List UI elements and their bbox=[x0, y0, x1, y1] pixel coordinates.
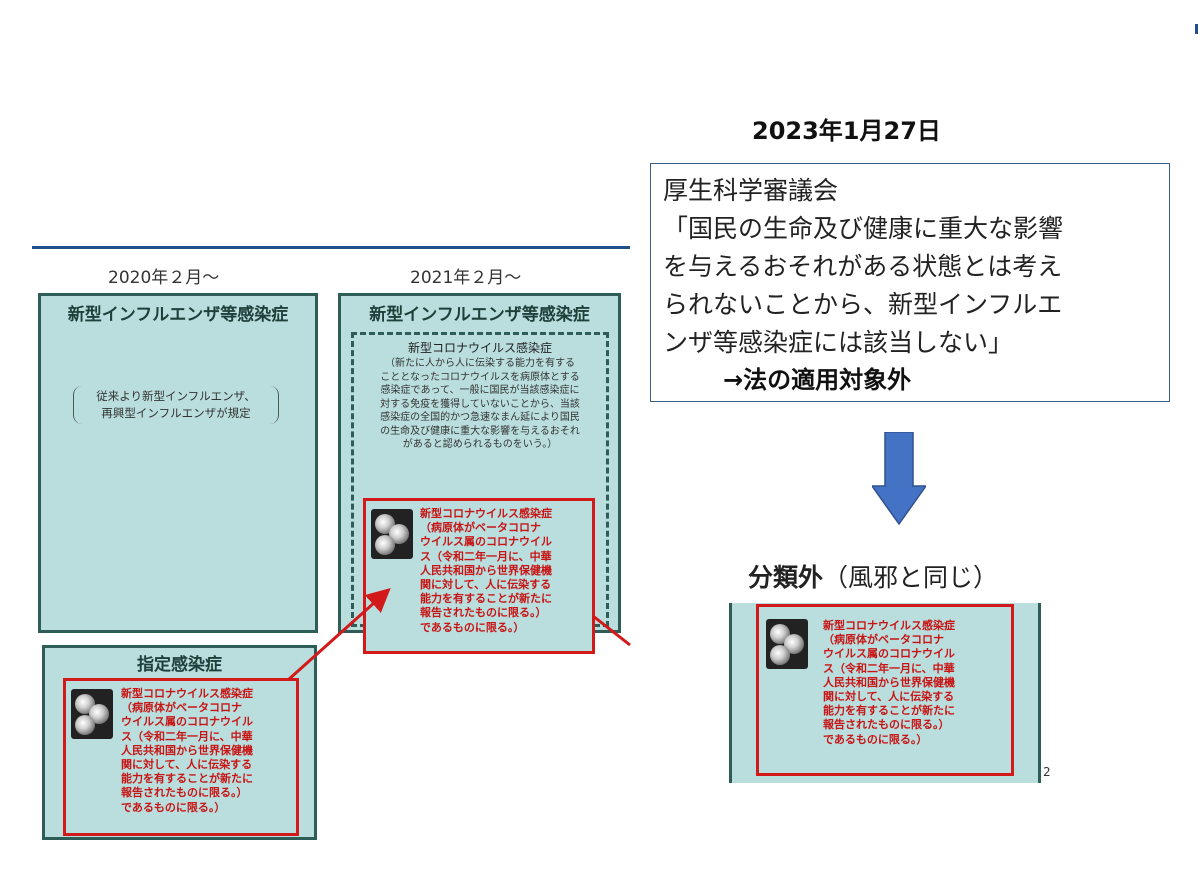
definition-line: 新型コロナウイルス感染症 bbox=[121, 687, 253, 700]
definition-line: 能力を有することが新たに bbox=[823, 704, 955, 718]
definition-line: ウイルス属のコロナウイル bbox=[420, 535, 552, 549]
quote-line: 「国民の生命及び健康に重大な影響 bbox=[663, 214, 1064, 243]
definition-line: であるものに限る。） bbox=[420, 620, 525, 634]
definition-line: 関に対して、人に伝染する bbox=[823, 690, 955, 704]
definition-line: 感染症であって、一般に国民が当該感染症に bbox=[380, 385, 580, 396]
definition-line: （病原体がベータコロナ bbox=[121, 701, 242, 715]
definition-line: こととなったコロナウイルスを病原体とする bbox=[380, 371, 580, 383]
virus-image bbox=[766, 619, 808, 669]
definition-line: 感染症の全国的かつ急速なまん延により国民 bbox=[380, 412, 580, 423]
definition-line: 新型コロナウイルス感染症 bbox=[823, 619, 955, 632]
covid-definition-text: 新型コロナウイルス感染症 （病原体がベータコロナ ウイルス属のコロナウイル ス（… bbox=[420, 507, 552, 635]
covid-dashed-box: 新型コロナウイルス感染症 （新たに人から人に伝染する能力を有する こととなったコ… bbox=[351, 332, 609, 654]
panel-designated: 指定感染症 新型コロナウイルス感染症 （病原体がベータコロナ ウイルス属のコロナ… bbox=[42, 645, 317, 840]
definition-line: 対する免疫を獲得していないことから、当該 bbox=[380, 398, 580, 410]
definition-line: であるものに限る。） bbox=[823, 732, 928, 746]
definition-line: 関に対して、人に伝染する bbox=[121, 758, 253, 772]
panel-2020-title: 新型インフルエンザ等感染症 bbox=[67, 305, 289, 325]
definition-line: 人民共和国から世界保健機 bbox=[121, 743, 253, 757]
classification-label: 分類外（風邪と同じ） bbox=[748, 558, 998, 594]
definition-line: ウイルス属のコロナウイル bbox=[121, 715, 253, 729]
dashed-definition: （新たに人から人に伝染する能力を有する こととなったコロナウイルスを病原体とする… bbox=[354, 357, 606, 452]
period-2021-label: 2021年２月～ bbox=[410, 268, 522, 288]
definition-line: （病原体がベータコロナ bbox=[420, 521, 541, 535]
covid-definition-box-right: 新型コロナウイルス感染症 （病原体がベータコロナ ウイルス属のコロナウイル ス（… bbox=[756, 604, 1014, 776]
definition-line: （新たに人から人に伝染する能力を有する bbox=[385, 358, 575, 369]
corner-mark bbox=[1195, 24, 1198, 34]
council-quote-box: 厚生科学審議会 「国民の生命及び健康に重大な影響 を与えるおそれがある状態とは考… bbox=[650, 163, 1170, 402]
virus-image bbox=[71, 689, 113, 739]
quote-line: られないことから、新型インフルエ bbox=[663, 290, 1063, 319]
red-arrow bbox=[286, 587, 391, 682]
definition-line: ウイルス属のコロナウイル bbox=[823, 647, 955, 661]
definition-line: ス（令和二年一月に、中華 bbox=[823, 661, 955, 675]
definition-line: であるものに限る。） bbox=[121, 800, 226, 814]
covid-definition-box-2020: 新型コロナウイルス感染症 （病原体がベータコロナ ウイルス属のコロナウイル ス（… bbox=[63, 678, 299, 836]
definition-line: 報告されたものに限る。） bbox=[121, 786, 248, 800]
definition-line: ス（令和二年一月に、中華 bbox=[121, 729, 253, 743]
quote-line: 厚生科学審議会 bbox=[663, 176, 839, 205]
note-line: 従来より新型インフルエンザ、 bbox=[96, 389, 256, 403]
quote-result: →法の適用対象外 bbox=[723, 366, 912, 394]
dashed-title: 新型コロナウイルス感染症 bbox=[407, 341, 552, 355]
definition-line: 能力を有することが新たに bbox=[420, 592, 552, 606]
classification-bold: 分類外 bbox=[748, 563, 824, 592]
red-arrow-continuation bbox=[592, 614, 631, 647]
panel-2021: 新型インフルエンザ等感染症 新型コロナウイルス感染症 （新たに人から人に伝染する… bbox=[338, 293, 621, 654]
definition-line: 報告されたものに限る。） bbox=[420, 606, 547, 620]
definition-line: があると認められるものをいう。） bbox=[402, 439, 558, 450]
panel-2021-title: 新型インフルエンザ等感染症 bbox=[369, 305, 590, 325]
cropped-panel: 新型コロナウイルス感染症 （病原体がベータコロナ ウイルス属のコロナウイル ス（… bbox=[729, 603, 1051, 783]
definition-line: 人民共和国から世界保健機 bbox=[823, 675, 955, 689]
covid-definition-text: 新型コロナウイルス感染症 （病原体がベータコロナ ウイルス属のコロナウイル ス（… bbox=[121, 687, 253, 815]
decision-date: 2023年1月27日 bbox=[752, 117, 941, 145]
note-line: 再興型インフルエンザが規定 bbox=[101, 406, 251, 420]
definition-line: 関に対して、人に伝染する bbox=[420, 578, 552, 592]
definition-line: 報告されたものに限る。） bbox=[823, 718, 950, 732]
classification-note: （風邪と同じ） bbox=[823, 563, 999, 592]
definition-line: ス（令和二年一月に、中華 bbox=[420, 549, 552, 563]
covid-definition-text: 新型コロナウイルス感染症 （病原体がベータコロナ ウイルス属のコロナウイル ス（… bbox=[823, 619, 955, 747]
down-arrow-icon bbox=[872, 432, 926, 526]
definition-line: 人民共和国から世界保健機 bbox=[420, 563, 552, 577]
header-rule bbox=[32, 246, 630, 249]
covid-definition-box-2021: 新型コロナウイルス感染症 （病原体がベータコロナ ウイルス属のコロナウイル ス（… bbox=[363, 498, 595, 654]
quote-line: ンザ等感染症には該当しない」 bbox=[663, 328, 1014, 357]
period-2020-label: 2020年２月～ bbox=[108, 268, 220, 288]
virus-image bbox=[371, 509, 413, 559]
designated-title: 指定感染症 bbox=[137, 655, 222, 675]
page-number: 2 bbox=[1043, 765, 1051, 779]
definition-line: （病原体がベータコロナ bbox=[823, 633, 944, 647]
definition-line: 新型コロナウイルス感染症 bbox=[420, 507, 552, 520]
panel-2020-note: 従来より新型インフルエンザ、 再興型インフルエンザが規定 bbox=[73, 386, 279, 424]
panel-2020: 新型インフルエンザ等感染症 従来より新型インフルエンザ、 再興型インフルエンザが… bbox=[38, 293, 318, 633]
definition-line: 能力を有することが新たに bbox=[121, 772, 253, 786]
definition-line: の生命及び健康に重大な影響を与えるおそれ bbox=[380, 425, 580, 437]
quote-line: を与えるおそれがある状態とは考え bbox=[663, 252, 1063, 281]
